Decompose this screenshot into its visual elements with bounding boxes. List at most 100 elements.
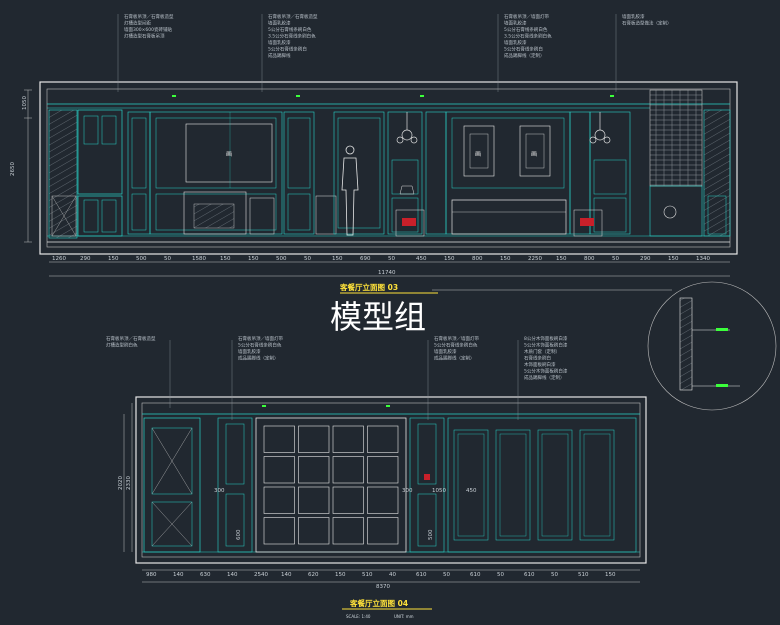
callout-note: 5公分木饰面板刷白漆 [524,368,568,375]
height-dim-1: 1050 [22,96,28,110]
callout-note: 石膏板吊顶／墙面灯带 [504,13,549,20]
inner-dim-3: 450 [466,488,477,494]
callout-note: 5公分石膏线条刷白色 [434,342,478,349]
red-marker-3 [424,474,430,480]
picture-frame-1 [463,125,495,177]
glass-pane [298,486,330,514]
callout-note: 3.5公分石膏线条刷白色 [504,33,552,40]
bottom-dim: 620 [308,572,319,578]
inner-dim-5: 600 [236,529,242,540]
top-frame [39,81,738,255]
glass-pane [367,486,399,514]
callout-note: 石膏线条刷白 [524,355,551,362]
top-dim: 800 [472,256,483,262]
panel-mark-1: 画 [226,151,232,158]
callout-note: 成品踢脚线（定制） [238,355,279,362]
picture-frame-2 [519,125,551,177]
top-dim: 50 [388,256,395,262]
bottom-title: 客餐厅立面图 04 [349,598,408,608]
top-dim: 690 [360,256,371,262]
top-dim: 150 [500,256,511,262]
callout-note: 墙面乳胶漆 [504,20,527,27]
inner-dim-6: 500 [428,529,434,540]
glass-pane [298,456,330,484]
callout-note: 5公分石膏线条刷白 [268,46,307,53]
top-dim: 1580 [192,256,206,262]
glass-pane [298,425,330,453]
bottom-total-dim: 8370 [376,584,390,590]
bottom-dim: 50 [443,572,450,578]
callout-note: 成品踢脚线（定制） [524,374,565,381]
panel-mark-2: 画 [475,151,481,158]
glass-pane [367,425,399,453]
glass-pane [332,456,364,484]
top-title: 客餐厅立面图 03 [339,282,398,292]
glass-pane [263,486,295,514]
callout-note: 石膏板吊顶／石膏板造型 [268,13,318,20]
callout-note: 木质门套（定制） [524,348,560,355]
top-dim: 50 [612,256,619,262]
callout-note: 5公分石膏线条刷白色 [504,26,548,33]
callout-note: 8公分木饰面板刷白漆 [524,335,568,342]
callout-note: 成品踢脚线 [268,52,291,59]
callout-note: 木饰面板刷白漆 [524,361,556,368]
detail-callout [432,281,777,411]
inner-dim-4: 300 [402,488,413,494]
top-dim: 150 [220,256,231,262]
top-dim: 2250 [528,256,542,262]
bottom-dim: 980 [146,572,157,578]
top-dim: 800 [584,256,595,262]
top-total-dim: 11740 [378,270,396,276]
bottom-dim: 40 [389,572,396,578]
callout-note: 石膏板吊顶／石膏板造型 [106,335,156,342]
elevation-top: 画 画 画 1050 2650 1260 290 150 500 50 1580 150 15… [10,81,738,294]
red-marker-1 [402,218,416,226]
callout-note: 墙面乳胶漆 [622,13,645,20]
top-dim: 290 [80,256,91,262]
top-dim: 50 [164,256,171,262]
bottom-height-dim-2: 2330 [126,476,132,490]
upper-cabinet [77,109,123,195]
callout-note: 灯槽造型刷白色 [106,342,138,349]
bottom-dim: 50 [497,572,504,578]
callout-note: 墙面300×600瓷砖铺贴 [124,26,172,33]
top-dim: 150 [556,256,567,262]
callout-bottom-4: 8公分木饰面板刷白漆5公分木饰面板刷白漆木质门套（定制）石膏线条刷白木饰面板刷白… [524,335,568,381]
sofa [451,199,567,235]
top-dim: 150 [248,256,259,262]
lower-cabinet [77,195,123,237]
callout-note: 石膏板吊顶／墙面灯带 [238,335,283,342]
bottom-dim: 140 [227,572,238,578]
bottom-dim: 140 [281,572,292,578]
callout-note: 石膏板吊顶／墙面灯带 [434,335,479,342]
callout-top-2: 石膏板吊顶／石膏板造型墙面乳胶漆5公分石膏线条刷白色3.5公分石膏线条刷白色墙面… [268,13,318,59]
callout-note: 石膏板吊顶／石膏板造型 [124,13,174,20]
height-dim-2: 2650 [10,162,16,176]
top-dim: 1260 [52,256,66,262]
red-marker-2 [580,218,594,226]
top-dim: 500 [136,256,147,262]
callout-note: 5公分石膏线条刷白 [504,46,543,53]
callout-note: 成品踢脚线（定制） [504,52,545,59]
glass-pane [367,456,399,484]
bottom-dim: 150 [335,572,346,578]
callout-note: 5公分木饰面板刷白漆 [524,342,568,349]
glass-pane [332,517,364,545]
callout-note: 墙面乳胶漆 [434,348,457,355]
glass-pane [263,517,295,545]
bottom-height-dim-1: 2020 [118,476,124,490]
panel-mark-3: 画 [531,151,537,158]
grid-doors [255,417,407,553]
bottom-dim: 610 [524,572,535,578]
callout-note: 石膏板造型做法（定制） [622,20,672,27]
callout-note: 5公分石膏线条刷白色 [238,342,282,349]
callout-note: 墙面乳胶漆 [268,39,291,46]
